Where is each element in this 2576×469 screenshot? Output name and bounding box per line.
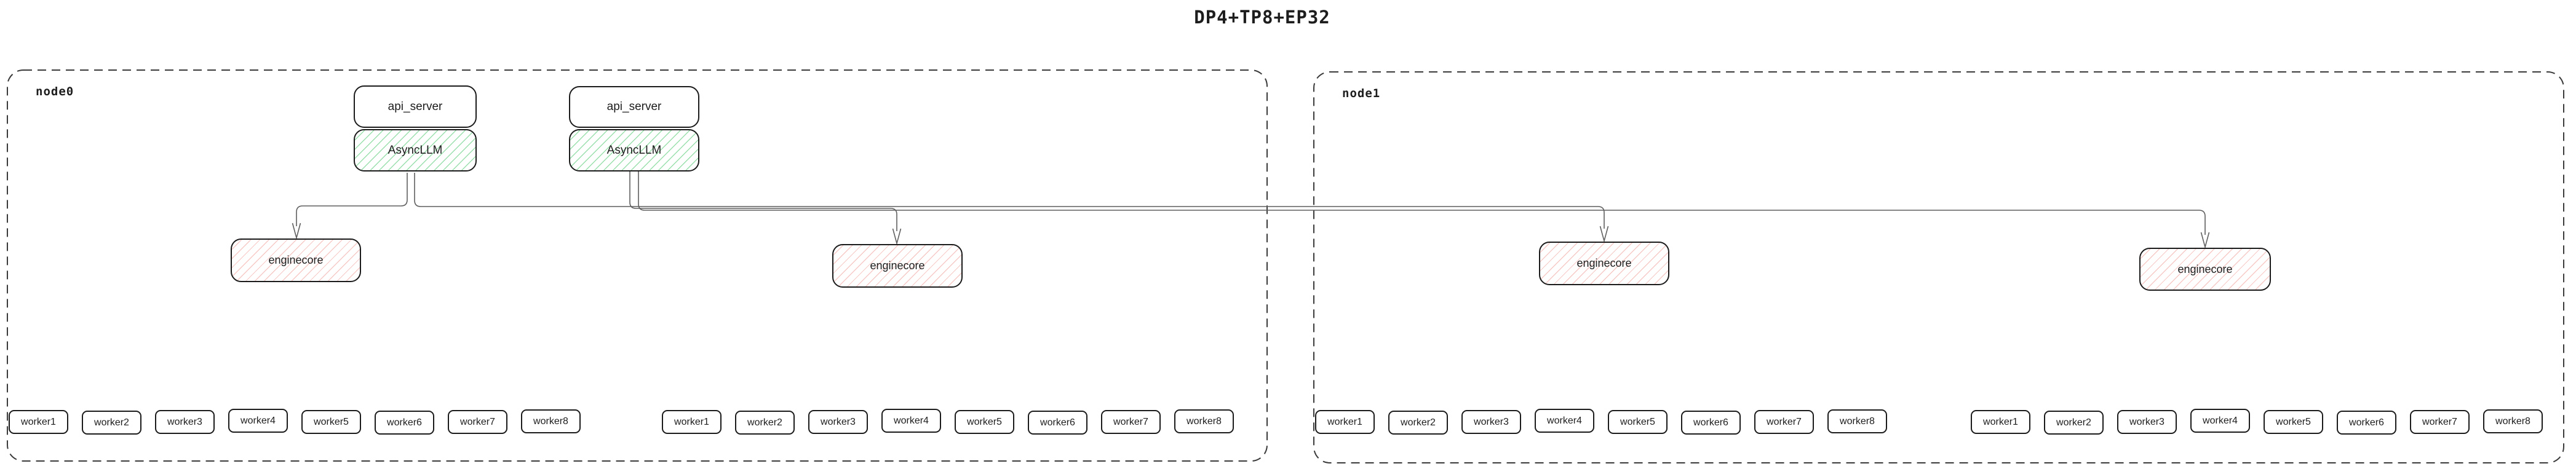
worker-box: worker3 [808, 410, 868, 434]
worker-box: worker6 [1028, 411, 1087, 435]
worker-box: worker6 [1681, 411, 1741, 435]
edge-asyncllm2-enginecore2 [629, 171, 897, 231]
worker-box: worker7 [448, 410, 507, 434]
enginecore-box-1: enginecore [231, 238, 361, 282]
worker-box: worker2 [82, 411, 141, 435]
worker-box: worker4 [1535, 409, 1594, 433]
worker-box: worker2 [735, 411, 795, 435]
worker-box: worker8 [521, 409, 581, 433]
node1-container [1313, 71, 2564, 463]
edge-arrowhead [892, 228, 902, 246]
worker-box: worker4 [228, 409, 288, 433]
page-title: DP4+TP8+EP32 [1194, 7, 1330, 28]
worker-box: worker4 [881, 409, 941, 433]
asyncllm-box-2: AsyncLLM [569, 129, 699, 171]
worker-box: worker1 [1971, 410, 2030, 434]
worker-box: worker6 [2337, 411, 2396, 435]
worker-box: worker8 [1827, 409, 1887, 433]
enginecore-box-3: enginecore [1539, 242, 1669, 285]
enginecore-box-4: enginecore [2139, 248, 2271, 291]
node0-container [7, 69, 1268, 462]
edge-arrowhead [1599, 226, 1609, 243]
edge-arrowhead [292, 223, 301, 240]
node0-label: node0 [36, 85, 74, 98]
enginecore-box-2: enginecore [832, 244, 963, 288]
worker-box: worker5 [955, 410, 1014, 434]
worker-box: worker5 [1608, 410, 1668, 434]
worker-box: worker5 [2264, 410, 2323, 434]
node1-label: node1 [1342, 87, 1381, 100]
worker-box: worker1 [9, 410, 68, 434]
worker-box: worker4 [2190, 409, 2250, 433]
worker-box: worker1 [1315, 410, 1375, 434]
node0-worker-group-1: worker1 worker2 worker3 worker4 worker5 worke… [9, 409, 581, 435]
node0-worker-group-2: worker1 worker2 worker3 worker4 worker5 worke… [662, 409, 1234, 435]
worker-box: worker7 [2410, 410, 2470, 434]
api-server-box-2: api_server [569, 86, 699, 128]
worker-box: worker6 [375, 411, 434, 435]
worker-box: worker2 [2044, 411, 2104, 435]
worker-box: worker8 [2483, 409, 2543, 433]
asyncllm-box-1: AsyncLLM [354, 129, 477, 171]
worker-box: worker3 [2117, 410, 2177, 434]
worker-box: worker7 [1754, 410, 1814, 434]
worker-box: worker2 [1388, 411, 1448, 435]
edge-asyncllm1-enginecore3 [414, 173, 1605, 229]
worker-box: worker8 [1174, 409, 1234, 433]
api-server-box-1: api_server [354, 85, 477, 128]
worker-box: worker3 [1461, 410, 1521, 434]
node1-worker-group-1: worker1 worker2 worker3 worker4 worker5 worke… [1315, 409, 1887, 435]
worker-box: worker5 [301, 410, 361, 434]
edge-arrowhead [2200, 232, 2210, 250]
edge-asyncllm1-enginecore1 [296, 173, 408, 226]
worker-box: worker3 [155, 410, 215, 434]
worker-box: worker1 [662, 410, 722, 434]
node1-worker-group-2: worker1 worker2 worker3 worker4 worker5 worke… [1971, 409, 2543, 435]
edge-asyncllm2-enginecore4 [638, 171, 2206, 235]
worker-box: worker7 [1101, 410, 1161, 434]
